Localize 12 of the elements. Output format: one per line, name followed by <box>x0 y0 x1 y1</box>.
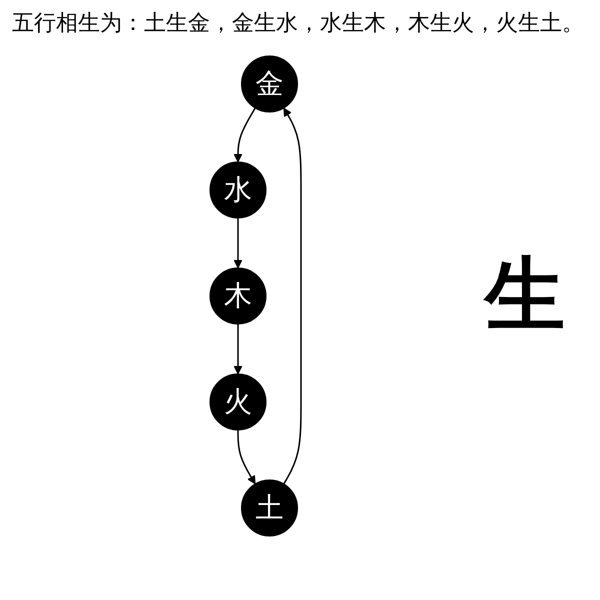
arrow <box>236 430 256 484</box>
node-circle: 火 <box>209 374 266 430</box>
node-circle: 水 <box>209 162 266 218</box>
node-circle: 木 <box>209 268 266 324</box>
node-circle: 土 <box>240 480 298 536</box>
arrow <box>233 218 242 268</box>
title: 五行相生为：土生金，金生水，水生木，木生火，火生土。 <box>12 10 585 38</box>
center-character: 生 <box>485 246 565 343</box>
arrow <box>233 108 256 162</box>
arrow <box>282 108 302 484</box>
node-circle: 金 <box>240 56 298 112</box>
arrow <box>233 324 242 374</box>
